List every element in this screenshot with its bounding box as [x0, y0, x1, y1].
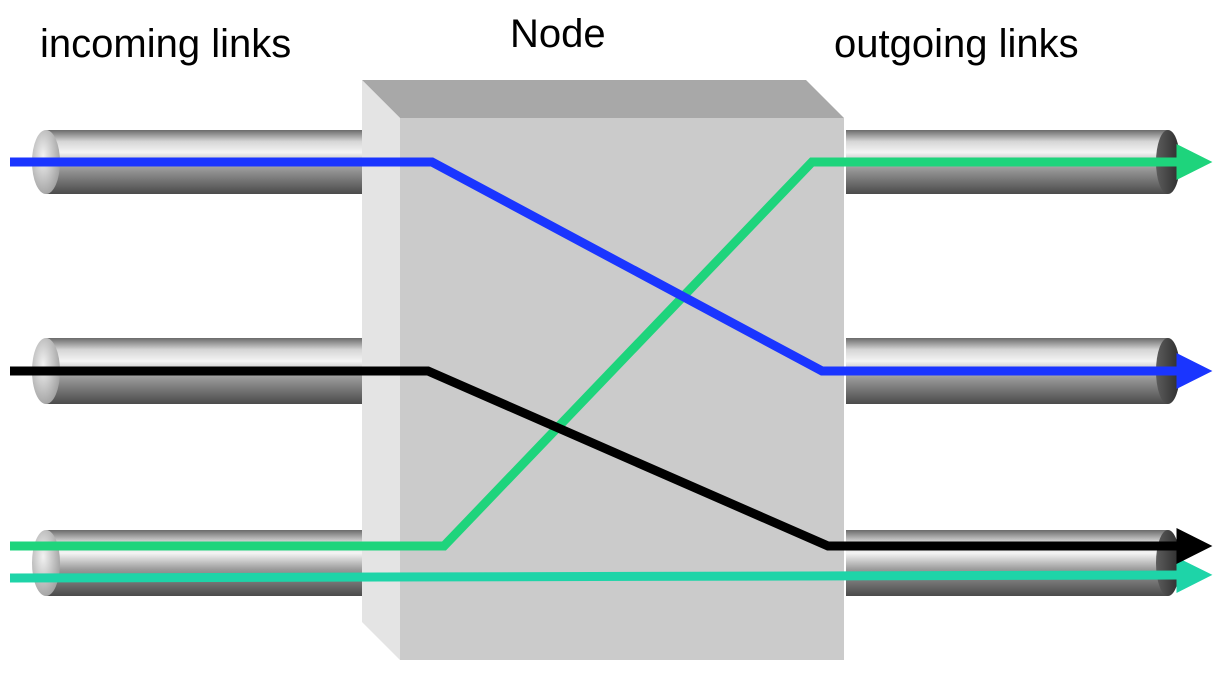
black-path	[10, 366, 1213, 564]
node-block-top	[362, 80, 844, 118]
incoming-links-label: incoming links	[40, 22, 292, 66]
outgoing-links-label: outgoing links	[834, 22, 1079, 66]
incoming-link-tube-3	[32, 530, 396, 596]
green-path	[10, 144, 1213, 551]
teal-path	[9, 557, 1213, 594]
blue-path	[10, 157, 1213, 389]
node-label: Node	[510, 12, 606, 56]
outgoing-link-tube-3	[846, 530, 1180, 596]
